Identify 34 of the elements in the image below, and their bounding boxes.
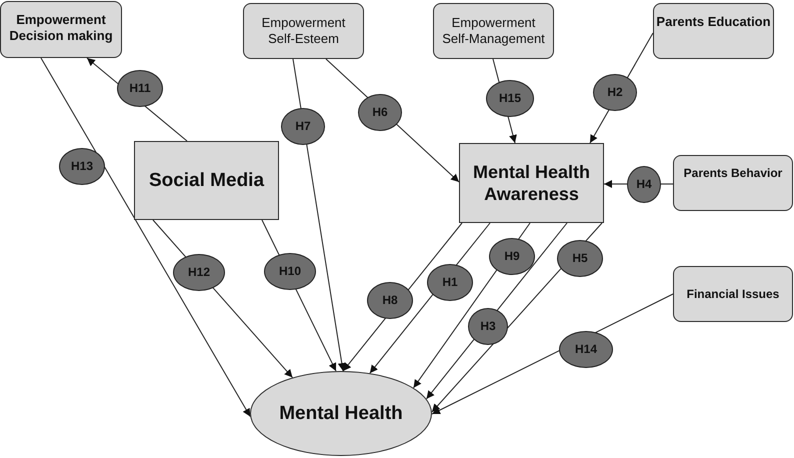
construct-box [134,141,279,220]
hypothesis-label: H8 [367,282,413,318]
factor-box [653,3,774,59]
factor-box [0,1,122,58]
hypothesis-label: H4 [627,166,661,202]
node-label: Financial Issues [686,286,780,302]
hypothesis-label: H1 [427,264,473,300]
node-label: Mental Health Awareness [472,160,592,206]
construct-box [243,3,364,59]
hypothesis-label: H12 [173,254,225,290]
hypothesis-label: H9 [489,238,535,274]
arrow [292,58,346,372]
node-label: Social Media [148,168,264,192]
hypothesis-label: H5 [557,240,603,276]
node-label: Parents Education [656,14,771,30]
hypothesis-label: H3 [468,308,508,344]
node-label: Empowerment Self-Management [441,14,546,48]
node-label: Parents Behavior [684,166,782,181]
hypothesis-label: H13 [59,148,105,184]
node-label: Empowerment Decision making [8,12,114,44]
factor-box [673,155,793,211]
hypothesis-label: H7 [281,108,325,144]
node-label: Mental Health [279,402,403,426]
construct-box [459,143,604,223]
construct-box [433,3,554,59]
hypothesis-label: H6 [358,94,402,130]
hypothesis-label: H14 [559,330,613,368]
construct-box [673,266,793,322]
node-label: Empowerment Self-Esteem [260,14,346,48]
arrow [40,58,251,418]
hypothesis-label: H15 [486,80,534,116]
hypothesis-label: H2 [593,74,637,110]
hypothesis-label: H11 [117,70,163,106]
hypothesis-label: H10 [264,252,316,290]
